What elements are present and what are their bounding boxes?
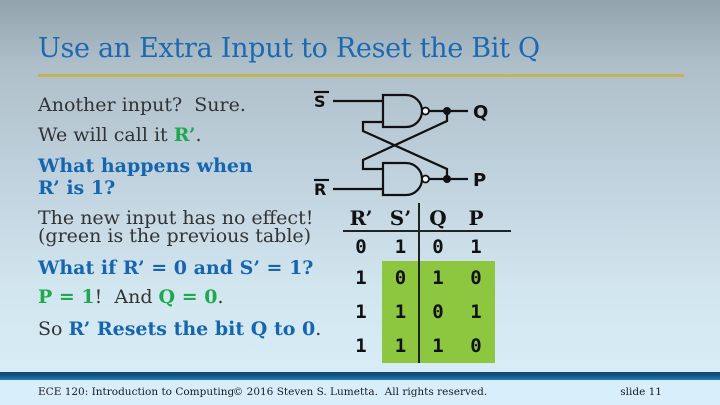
table-header-q: Q	[429, 205, 447, 230]
body-line-3: What happens when	[38, 156, 253, 177]
text-segment-q-equals-0: Q = 0	[158, 286, 218, 308]
table-cell: 1	[355, 301, 367, 323]
inverter-bubble-bottom	[421, 174, 430, 184]
p-label: P	[473, 170, 486, 191]
truth-table: R’ S’ Q P 0 1 0 1 1 0 1 0 1 1 0 1 1 1 1 …	[340, 203, 495, 363]
table-cell: 0	[470, 267, 482, 289]
nand-gate-bottom	[381, 161, 424, 197]
text-segment: R’ is 1?	[38, 177, 116, 199]
q-label: Q	[473, 102, 488, 123]
text-segment: What happens when	[38, 155, 253, 177]
slide-title: Use an Extra Input to Reset the Bit Q	[38, 33, 540, 64]
title-rule	[38, 74, 684, 77]
table-highlight-region	[382, 261, 495, 363]
footer-divider-bar	[0, 372, 720, 380]
body-line-4: R’ is 1?	[38, 178, 115, 199]
body-line-7: What if R’ = 0 and S’ = 1?	[38, 258, 313, 279]
body-line-9: So R’ Resets the bit Q to 0.	[38, 319, 321, 340]
junction-dot-p	[443, 175, 451, 183]
junction-dot-q	[443, 107, 451, 115]
table-vertical-rule	[418, 203, 420, 363]
body-line-2: We will call it R’.	[38, 125, 202, 146]
text-segment: .	[217, 286, 224, 308]
table-cell: 0	[355, 235, 367, 258]
body-line-8: P = 1! And Q = 0.	[38, 287, 224, 308]
text-segment-p-equals-1: P = 1	[38, 286, 95, 308]
table-cell: 0	[470, 335, 482, 357]
inverter-bubble-top	[421, 106, 430, 116]
text-segment: (green is the previous table)	[38, 225, 312, 247]
text-segment: ! And	[94, 286, 159, 308]
text-segment-r-prime: R’	[173, 124, 196, 146]
text-segment: .	[315, 318, 322, 340]
footer: ECE 120: Introduction to Computing © 201…	[0, 380, 720, 405]
table-cell: 1	[470, 235, 482, 258]
table-cell: 1	[394, 301, 407, 323]
nand-gate-top	[381, 93, 424, 129]
r-bar-label: R	[314, 180, 326, 199]
nand-latch-diagram: S R Q P	[314, 90, 488, 199]
table-header-r-prime: R’	[349, 205, 373, 230]
table-cell: 0	[432, 301, 444, 323]
table-cell: 1	[355, 335, 367, 357]
text-segment: What if R’ = 0 and S’ = 1?	[38, 257, 314, 279]
table-header-s-prime: S’	[389, 205, 412, 230]
table-cell: 0	[432, 235, 444, 258]
table-cell: 0	[394, 267, 407, 289]
footer-course: ECE 120: Introduction to Computing	[38, 386, 235, 398]
text-segment: The new input has no effect!	[38, 207, 314, 229]
text-segment: R’ Resets the bit Q to 0	[68, 318, 316, 340]
table-cell: 1	[470, 301, 482, 323]
table-cell: 1	[394, 335, 407, 357]
footer-copyright: © 2016 Steven S. Lumetta. All rights res…	[232, 386, 488, 398]
table-cell: 1	[394, 235, 407, 258]
footer-slide-number: slide 11	[620, 386, 662, 398]
text-segment: So	[38, 318, 69, 340]
text-segment: We will call it	[38, 124, 174, 146]
s-bar-label: S	[314, 92, 326, 111]
text-segment: Another input? Sure.	[38, 94, 246, 116]
table-cell: 1	[432, 335, 444, 357]
text-segment: .	[195, 124, 202, 146]
table-header-p: P	[468, 205, 484, 230]
table-cell: 1	[355, 267, 367, 289]
feedback-wire-p-to-top	[361, 120, 449, 179]
body-line-1: Another input? Sure.	[38, 95, 246, 116]
body-line-6: (green is the previous table)	[38, 226, 311, 247]
table-header-rule	[343, 230, 511, 232]
feedback-wire-q-to-bottom	[361, 111, 449, 171]
table-cell: 1	[432, 267, 444, 289]
body-line-5: The new input has no effect!	[38, 208, 313, 229]
